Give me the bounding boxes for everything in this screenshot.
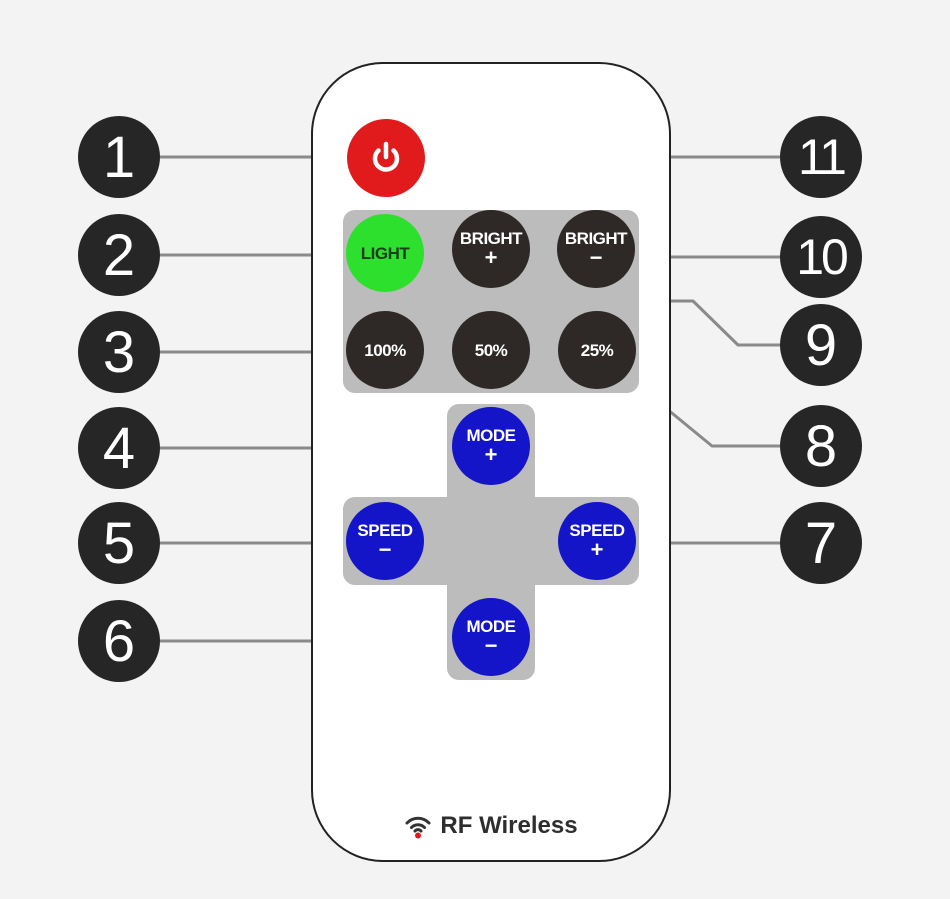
footer-text: RF Wireless	[440, 812, 578, 839]
plus-sign: +	[484, 245, 498, 270]
bright-down-label: BRIGHT	[564, 229, 628, 248]
callout-7: 7	[780, 502, 862, 584]
bright-down-button[interactable]: BRIGHT −	[557, 210, 635, 288]
callout-3: 3	[78, 311, 160, 393]
plus-sign: +	[590, 537, 604, 562]
minus-sign: −	[589, 245, 603, 270]
brightness-100-button[interactable]: 100%	[346, 311, 424, 389]
speed-down-button[interactable]: SPEED −	[346, 502, 424, 580]
callout-11: 11	[780, 116, 862, 198]
power-button[interactable]	[347, 119, 425, 197]
callout-10: 10	[780, 216, 862, 298]
mode-down-button[interactable]: MODE −	[452, 598, 530, 676]
pct100-label: 100%	[364, 340, 406, 360]
power-icon	[372, 141, 400, 172]
minus-sign: −	[484, 633, 498, 658]
pct25-label: 25%	[580, 340, 614, 360]
speed-up-label: SPEED	[569, 521, 625, 540]
pct50-label: 50%	[474, 340, 508, 360]
brightness-50-button[interactable]: 50%	[452, 311, 530, 389]
brightness-25-button[interactable]: 25%	[558, 311, 636, 389]
speed-down-label: SPEED	[357, 521, 413, 540]
bright-up-button[interactable]: BRIGHT +	[452, 210, 530, 288]
speed-up-button[interactable]: SPEED +	[558, 502, 636, 580]
wifi-signal-icon	[405, 816, 431, 839]
callout-6: 6	[78, 600, 160, 682]
minus-sign: −	[378, 537, 392, 562]
callout-8: 8	[780, 405, 862, 487]
callout-5: 5	[78, 502, 160, 584]
callout-1: 1	[78, 116, 160, 198]
callout-2: 2	[78, 214, 160, 296]
mode-up-label: MODE	[466, 426, 517, 445]
callout-9: 9	[780, 304, 862, 386]
light-label: LIGHT	[360, 243, 410, 263]
light-button[interactable]: LIGHT	[346, 214, 424, 292]
mode-up-button[interactable]: MODE +	[452, 407, 530, 485]
rf-wireless-label: RF Wireless	[311, 812, 671, 840]
bright-up-label: BRIGHT	[459, 229, 523, 248]
callout-4: 4	[78, 407, 160, 489]
mode-down-label: MODE	[466, 617, 517, 636]
plus-sign: +	[484, 442, 498, 467]
